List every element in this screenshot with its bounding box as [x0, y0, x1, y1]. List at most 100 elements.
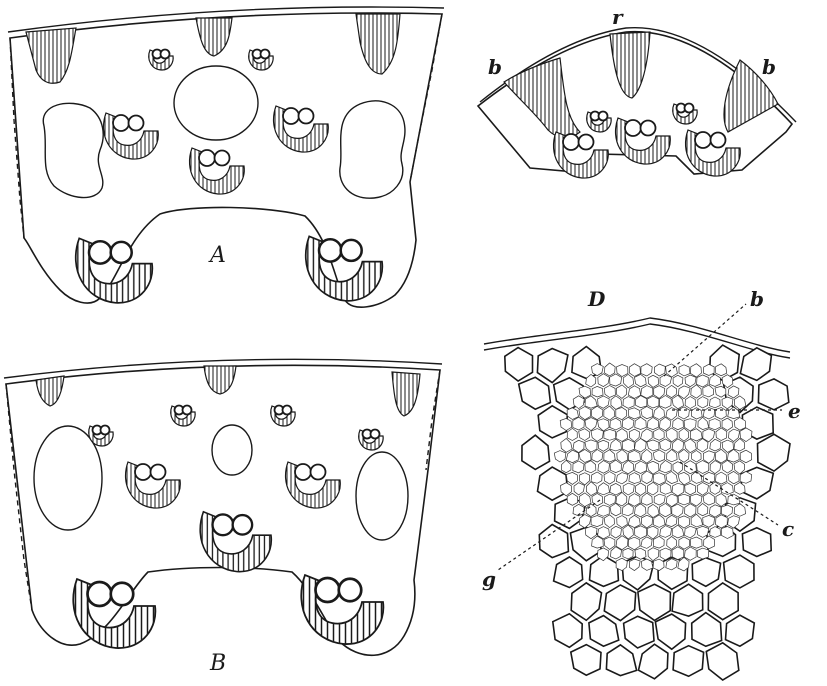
vascular-cell — [654, 364, 665, 376]
vascular-cell — [573, 417, 585, 430]
vascular-cell — [622, 504, 633, 516]
vascular-cell — [703, 408, 715, 420]
vascular-cell — [685, 397, 696, 409]
tissue-cell — [624, 616, 654, 648]
vascular-cell — [660, 460, 672, 472]
vascular-cell — [623, 483, 634, 495]
panel-a-label: A — [208, 243, 226, 268]
vascular-cell — [641, 406, 653, 418]
vascular-cell — [685, 483, 696, 494]
vascular-cell — [610, 483, 622, 495]
vascular-cell — [660, 396, 672, 409]
vascular-cell — [566, 450, 578, 463]
panel-a-right-cavity — [340, 101, 405, 198]
panel-c-label-b-right: b — [762, 55, 776, 79]
tissue-cell — [538, 467, 568, 500]
vascular-cell — [628, 494, 640, 507]
vascular-cell — [635, 374, 647, 386]
vascular-cell — [659, 417, 670, 431]
tissue-cell — [708, 583, 738, 620]
vascular-cell — [604, 406, 615, 420]
vascular-cell — [641, 515, 652, 528]
vascular-cell — [709, 419, 721, 430]
vascular-cell — [672, 547, 684, 560]
vascular-cell — [641, 493, 652, 505]
vascular-cell — [709, 505, 721, 517]
vascular-cell — [591, 472, 602, 483]
tissue-cell — [706, 643, 739, 680]
vascular-cell — [554, 451, 566, 462]
tissue-cell — [606, 645, 636, 676]
vascular-cell — [628, 408, 640, 419]
vascular-cell — [604, 386, 615, 398]
vascular-cell — [691, 385, 702, 399]
vascular-cell — [616, 407, 627, 419]
vascular-cell — [604, 450, 615, 462]
vascular-cell — [647, 396, 659, 408]
vascular-cell — [623, 548, 633, 559]
vascular-cell — [703, 493, 714, 505]
vascular-cell — [604, 429, 616, 440]
vascular-cell — [567, 493, 577, 505]
vascular-cell — [635, 461, 647, 473]
vascular-cell — [592, 386, 603, 397]
vascular-cell — [566, 472, 577, 484]
vascular-cell — [666, 385, 676, 397]
vascular-cell — [672, 483, 684, 496]
vascular-cell — [710, 527, 721, 538]
vascular-cell — [647, 440, 659, 451]
vascular-cell — [616, 385, 626, 399]
vascular-cell — [629, 473, 641, 484]
vascular-cell — [685, 526, 697, 538]
vascular-cell — [611, 526, 622, 538]
tissue-cell — [519, 377, 551, 409]
vascular-cell — [690, 537, 702, 548]
tissue-cell — [554, 557, 583, 588]
vascular-cell — [703, 472, 715, 483]
tissue-cell — [604, 585, 635, 621]
vascular-cell — [673, 375, 683, 386]
vascular-cell — [586, 482, 597, 496]
vascular-cell — [610, 374, 622, 386]
vascular-cell — [703, 385, 714, 397]
vascular-cell — [654, 429, 665, 441]
vascular-cell — [623, 374, 634, 387]
panel-d-callout-b: b — [750, 287, 764, 311]
vascular-cell — [635, 526, 647, 539]
vascular-cell — [567, 428, 577, 440]
vascular-cell — [648, 375, 659, 387]
vascular-cell — [685, 439, 697, 453]
vascular-cell — [660, 375, 672, 387]
vascular-cell — [585, 461, 596, 473]
vascular-cell — [679, 428, 689, 441]
tissue-cell — [692, 558, 720, 587]
vascular-cell — [722, 397, 733, 409]
vascular-cell — [703, 515, 715, 527]
vascular-cell — [605, 363, 616, 376]
vascular-cell — [591, 406, 603, 420]
vascular-cell — [653, 473, 665, 485]
vascular-cell — [698, 417, 709, 429]
vascular-cell — [710, 482, 721, 495]
vascular-cell — [698, 397, 708, 408]
vascular-cell — [598, 396, 610, 408]
tissue-cell — [758, 379, 788, 410]
vascular-cell — [660, 439, 672, 451]
vascular-cell — [697, 375, 709, 387]
vascular-cell — [697, 548, 709, 559]
panel-d-callout-e: e — [788, 399, 801, 423]
vascular-cell — [660, 526, 672, 538]
vascular-cell — [592, 450, 603, 463]
vascular-cell — [679, 516, 690, 528]
vascular-cell — [678, 386, 690, 399]
vascular-cell — [641, 537, 652, 549]
panel-d: D b e c g — [482, 287, 801, 680]
panel-c: r b b — [478, 5, 796, 178]
panel-d-label: D — [587, 287, 606, 311]
vascular-cell — [685, 375, 696, 387]
vascular-cell — [691, 364, 702, 377]
panel-b-right-cavity — [356, 452, 408, 540]
vascular-cell — [722, 460, 733, 473]
vascular-cell — [722, 418, 733, 430]
vascular-cell — [579, 429, 590, 441]
